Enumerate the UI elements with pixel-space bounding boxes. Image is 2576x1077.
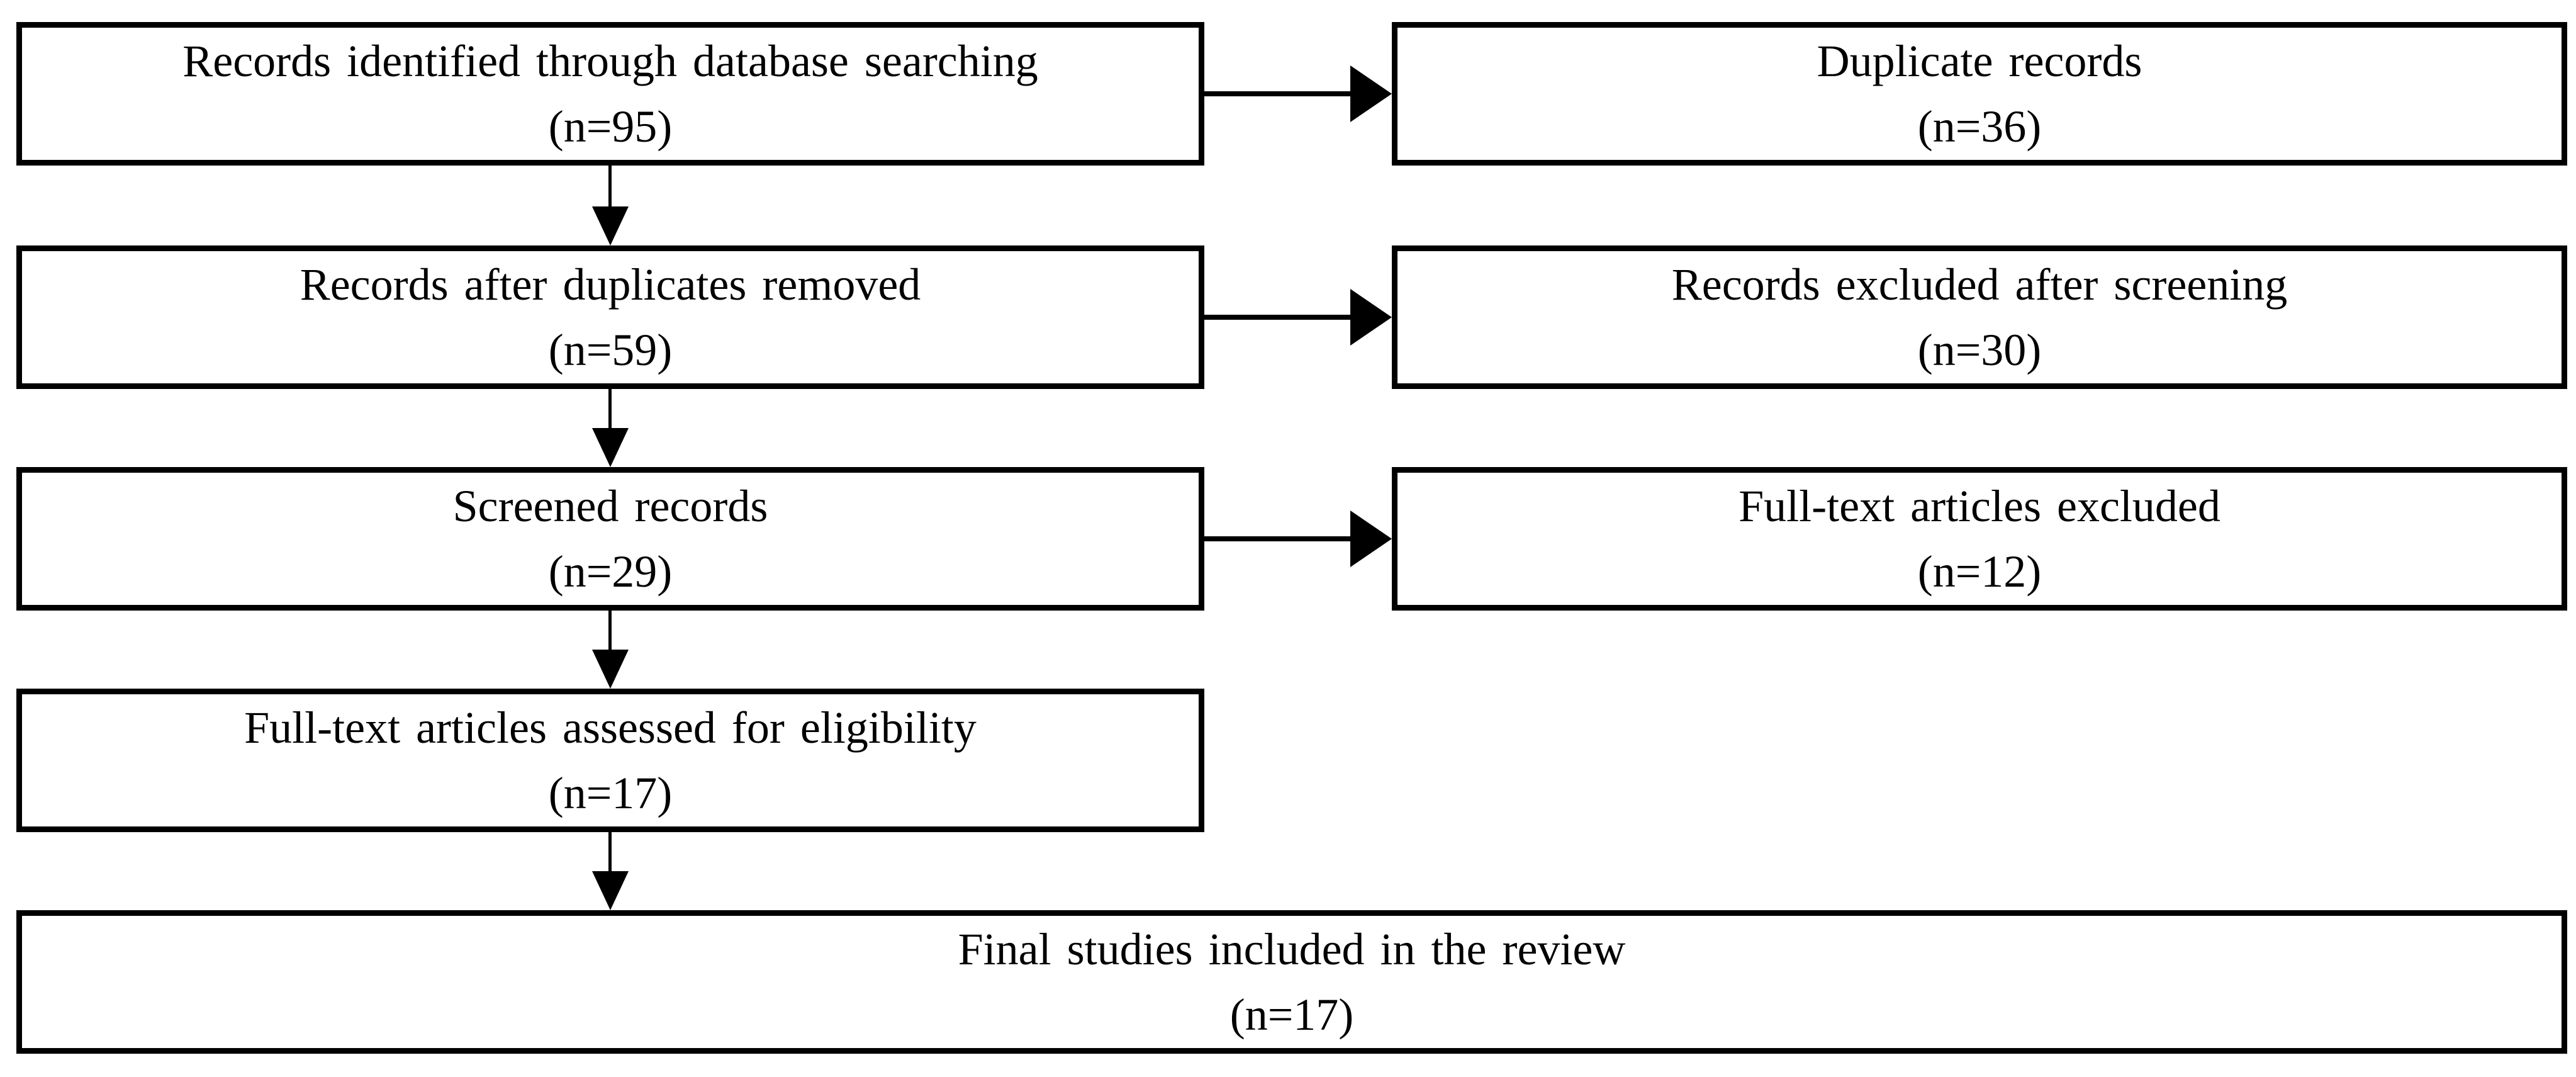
box-label: Records identified through database sear… (182, 35, 1038, 86)
box-label: Full-text articles assessed for eligibil… (244, 702, 977, 753)
arrow-right-stem-1 (1204, 91, 1354, 96)
arrow-right-stem-2 (1204, 315, 1354, 320)
box-count: (n=29) (548, 546, 673, 597)
box-count: (n=95) (548, 101, 673, 152)
box-label: Final studies included in the review (958, 923, 1626, 974)
arrow-right-head-1-icon (1350, 65, 1392, 122)
box-label: Records after duplicates removed (300, 259, 921, 310)
arrow-down-head-4-icon (592, 871, 629, 910)
box-count: (n=30) (1917, 325, 2042, 375)
arrow-right-head-2-icon (1350, 289, 1392, 346)
arrow-down-head-3-icon (592, 650, 629, 689)
box-label: Duplicate records (1817, 35, 2142, 86)
box-label: Screened records (452, 480, 768, 531)
box-label: Full-text articles excluded (1739, 480, 2220, 531)
arrow-right-stem-3 (1204, 536, 1354, 541)
box-count: (n=12) (1917, 546, 2042, 597)
box-final-included: Final studies included in the review (n=… (16, 910, 2567, 1054)
box-records-identified: Records identified through database sear… (16, 22, 1204, 166)
arrow-down-stem-4 (608, 832, 612, 872)
arrow-right-head-3-icon (1350, 510, 1392, 567)
box-label: Records excluded after screening (1671, 259, 2288, 310)
arrow-down-stem-2 (608, 389, 612, 429)
box-excluded-screening: Records excluded after screening (n=30) (1392, 245, 2567, 389)
arrow-down-head-2-icon (592, 428, 629, 467)
box-count: (n=17) (1229, 990, 1354, 1040)
arrow-down-stem-1 (608, 166, 612, 210)
box-count: (n=59) (548, 325, 673, 375)
arrow-down-head-1-icon (592, 206, 629, 245)
box-fulltext-excluded: Full-text articles excluded (n=12) (1392, 467, 2567, 611)
box-after-duplicates: Records after duplicates removed (n=59) (16, 245, 1204, 389)
box-count: (n=36) (1917, 101, 2042, 152)
arrow-down-stem-3 (608, 611, 612, 651)
box-fulltext-assessed: Full-text articles assessed for eligibil… (16, 689, 1204, 832)
box-count: (n=17) (548, 768, 673, 818)
box-screened-records: Screened records (n=29) (16, 467, 1204, 611)
box-duplicate-records: Duplicate records (n=36) (1392, 22, 2567, 166)
